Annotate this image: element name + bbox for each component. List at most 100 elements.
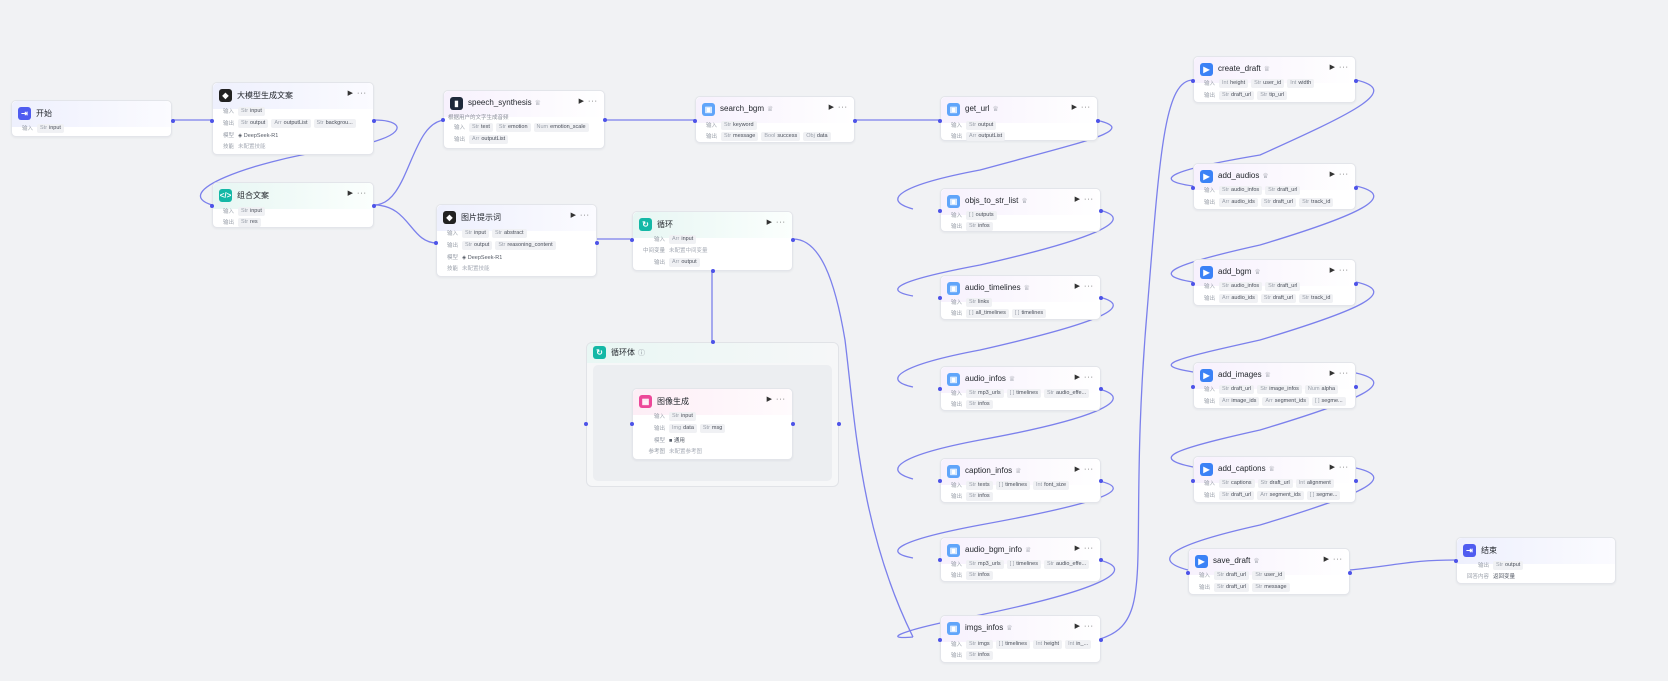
run-more-icons[interactable]: ▶ ··· xyxy=(828,104,848,111)
node-title: audio_infos xyxy=(965,374,1006,383)
run-more-icons[interactable]: ▶ ··· xyxy=(1074,623,1094,630)
input-port[interactable] xyxy=(938,558,942,562)
output-port[interactable] xyxy=(1348,571,1352,575)
input-port[interactable] xyxy=(1191,186,1195,190)
run-more-icons[interactable]: ▶ ··· xyxy=(1323,556,1343,563)
output-port[interactable] xyxy=(1099,638,1103,642)
loop-port[interactable] xyxy=(711,269,715,273)
input-port[interactable] xyxy=(938,209,942,213)
run-more-icons[interactable]: ▶ ··· xyxy=(1074,196,1094,203)
run-more-icons[interactable]: ▶ ··· xyxy=(1329,464,1349,471)
input-port[interactable] xyxy=(210,204,214,208)
node-title: audio_timelines xyxy=(965,283,1021,292)
output-port[interactable] xyxy=(1099,209,1103,213)
input-port[interactable] xyxy=(938,638,942,642)
loop-port[interactable] xyxy=(711,340,715,344)
plugin-badge-icon: ♕ xyxy=(1023,285,1030,292)
output-port[interactable] xyxy=(837,422,841,426)
output-port[interactable] xyxy=(171,119,175,123)
run-more-icons[interactable]: ▶ ··· xyxy=(766,396,786,403)
run-more-icons[interactable]: ▶ ··· xyxy=(570,212,590,219)
output-port[interactable] xyxy=(1354,479,1358,483)
node-title: add_bgm xyxy=(1218,267,1252,276)
input-port[interactable] xyxy=(1454,559,1458,563)
run-more-icons[interactable]: ▶ ··· xyxy=(347,190,367,197)
plugin-icon: ▣ xyxy=(947,282,960,295)
plugin-badge-icon: ♕ xyxy=(1254,269,1261,276)
output-port[interactable] xyxy=(853,119,857,123)
output-port[interactable] xyxy=(1099,479,1103,483)
node-title: audio_bgm_info xyxy=(965,545,1022,554)
run-more-icons[interactable]: ▶ ··· xyxy=(766,219,786,226)
output-port[interactable] xyxy=(1099,558,1103,562)
output-port[interactable] xyxy=(1354,385,1358,389)
input-port[interactable] xyxy=(441,118,445,122)
run-more-icons[interactable]: ▶ ··· xyxy=(1074,466,1094,473)
output-port[interactable] xyxy=(603,118,607,122)
run-more-icons[interactable]: ▶ ··· xyxy=(1074,283,1094,290)
run-more-icons[interactable]: ▶ ··· xyxy=(1329,171,1349,178)
input-port[interactable] xyxy=(1186,571,1190,575)
output-port[interactable] xyxy=(372,119,376,123)
output-port[interactable] xyxy=(791,238,795,242)
input-port[interactable] xyxy=(938,296,942,300)
output-port[interactable] xyxy=(1354,282,1358,286)
output-port[interactable] xyxy=(1099,296,1103,300)
output-port[interactable] xyxy=(372,204,376,208)
input-port[interactable] xyxy=(938,479,942,483)
run-more-icons[interactable]: ▶ ··· xyxy=(1329,64,1349,71)
node-title: add_captions xyxy=(1218,464,1266,473)
output-port[interactable] xyxy=(791,422,795,426)
output-port[interactable] xyxy=(1354,186,1358,190)
input-port[interactable] xyxy=(630,422,634,426)
node-title: 组合文案 xyxy=(237,191,269,200)
run-more-icons[interactable]: ▶ ··· xyxy=(1329,370,1349,377)
input-port[interactable] xyxy=(938,119,942,123)
input-port[interactable] xyxy=(1191,79,1195,83)
output-port[interactable] xyxy=(1354,79,1358,83)
output-port[interactable] xyxy=(1099,387,1103,391)
run-more-icons[interactable]: ▶ ··· xyxy=(578,98,598,105)
input-port[interactable] xyxy=(630,238,634,242)
input-port[interactable] xyxy=(1191,479,1195,483)
run-more-icons[interactable]: ▶ ··· xyxy=(1071,104,1091,111)
plugin-badge-icon: ♕ xyxy=(1262,173,1269,180)
run-more-icons[interactable]: ▶ ··· xyxy=(1074,374,1094,381)
input-port[interactable] xyxy=(938,387,942,391)
output-port[interactable] xyxy=(1096,119,1100,123)
input-port[interactable] xyxy=(1191,385,1195,389)
input-port[interactable] xyxy=(210,119,214,123)
input-port[interactable] xyxy=(584,422,588,426)
run-more-icons[interactable]: ▶ ··· xyxy=(1074,545,1094,552)
input-port[interactable] xyxy=(1191,282,1195,286)
run-more-icons[interactable]: ▶ ··· xyxy=(1329,267,1349,274)
plugin-icon: ▶ xyxy=(1195,555,1208,568)
start-icon: ⇥ xyxy=(18,107,31,120)
input-port[interactable] xyxy=(434,241,438,245)
input-port[interactable] xyxy=(693,119,697,123)
run-more-icons[interactable]: ▶ ··· xyxy=(347,90,367,97)
output-port[interactable] xyxy=(595,241,599,245)
